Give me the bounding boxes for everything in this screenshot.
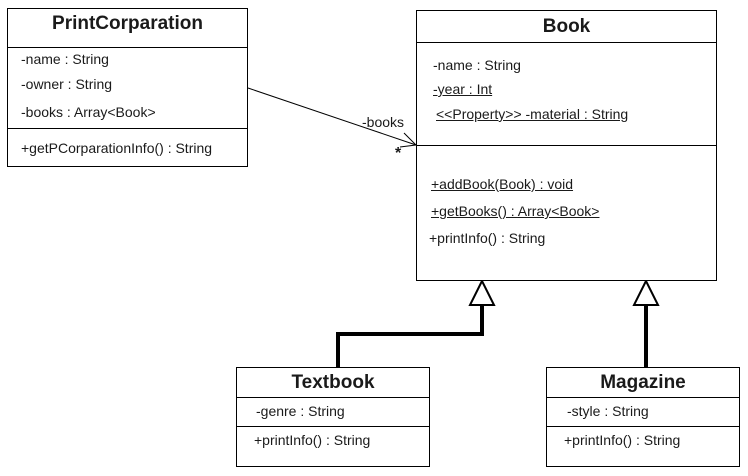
textbook-generalization-arrowhead xyxy=(468,278,496,306)
class-title: PrintCorparation xyxy=(8,9,247,48)
attribute: -genre : String xyxy=(256,403,345,419)
attributes-section: -genre : String xyxy=(237,398,429,427)
method-static: +addBook(Book) : void xyxy=(431,176,574,192)
magazine-generalization-arrowhead xyxy=(632,278,660,306)
attributes-section: -style : String xyxy=(547,398,739,427)
methods-section: +addBook(Book) : void +getBooks() : Arra… xyxy=(417,146,716,280)
association-role-label: -books xyxy=(362,114,405,130)
attribute: -name : String xyxy=(433,57,521,73)
method: +getPCorparationInfo() : String xyxy=(21,140,213,156)
magazine-class[interactable]: Magazine -style : String +printInfo() : … xyxy=(546,367,740,467)
attributes-section: -name : String -year : Int <<Property>> … xyxy=(417,43,716,146)
association-multiplicity: * xyxy=(395,145,402,162)
class-title: Textbook xyxy=(237,368,429,398)
class-title: Book xyxy=(417,11,716,43)
methods-section: +printInfo() : String xyxy=(547,427,739,466)
textbook-class[interactable]: Textbook -genre : String +printInfo() : … xyxy=(236,367,430,467)
attribute: -style : String xyxy=(567,403,649,419)
association-line xyxy=(247,87,417,146)
class-title: Magazine xyxy=(547,368,739,398)
method: +printInfo() : String xyxy=(429,230,546,246)
attribute: -name : String xyxy=(21,51,109,67)
methods-section: +printInfo() : String xyxy=(237,427,429,466)
attribute: -books : Array<Book> xyxy=(21,104,156,120)
textbook-generalization-line xyxy=(336,305,484,367)
attribute-static: -year : Int xyxy=(433,81,493,97)
method-static: +getBooks() : Array<Book> xyxy=(431,203,600,219)
attributes-section: -name : String -owner : String -books : … xyxy=(8,48,247,129)
methods-section: +getPCorparationInfo() : String xyxy=(8,129,247,166)
method: +printInfo() : String xyxy=(564,432,681,448)
attribute: -owner : String xyxy=(21,76,113,92)
method: +printInfo() : String xyxy=(254,432,371,448)
printcorparation-class[interactable]: PrintCorparation -name : String -owner :… xyxy=(7,8,248,167)
book-class[interactable]: Book -name : String -year : Int <<Proper… xyxy=(416,10,717,281)
attribute-property: <<Property>> -material : String xyxy=(436,106,629,122)
